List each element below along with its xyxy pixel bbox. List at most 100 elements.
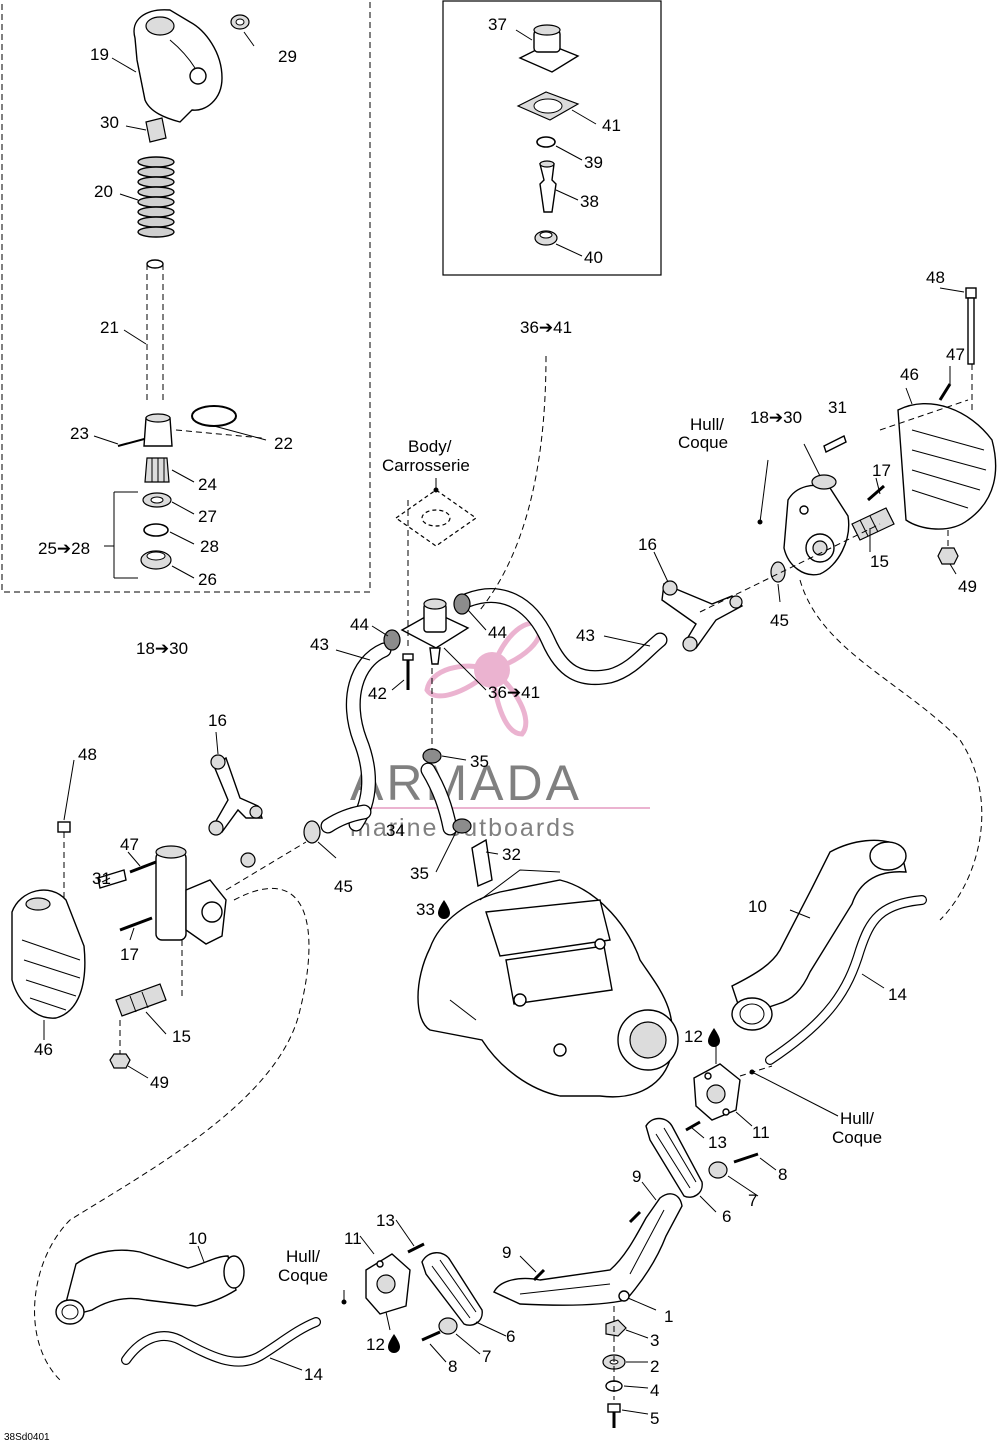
part-36-41-valve-assy <box>400 598 470 665</box>
part-10-elbow-left <box>55 1249 245 1325</box>
callout-25-28: 25➔28 <box>38 539 90 558</box>
body-gasket-plate <box>394 489 478 547</box>
part-38-valve <box>539 160 557 213</box>
callout-8-left: 8 <box>448 1357 457 1376</box>
callout-37: 37 <box>488 15 507 34</box>
callout-14-right: 14 <box>888 985 907 1004</box>
note-hull-right-upper-en: Hull/ <box>690 415 724 434</box>
part-46-cover-right <box>897 402 997 530</box>
callout-11-left: 11 <box>344 1229 362 1248</box>
part-31-bolt-left <box>97 869 127 889</box>
callout-43-right: 43 <box>576 626 595 645</box>
note-hull-right-upper-fr: Coque <box>678 433 728 452</box>
part-31-bolt-right <box>823 435 847 453</box>
part-19-housing <box>133 9 223 123</box>
callout-6-left: 6 <box>506 1327 515 1346</box>
part-45-ring-right <box>770 561 786 583</box>
hose-43-left <box>345 642 392 832</box>
note-hull-right-lower-fr: Coque <box>832 1128 882 1147</box>
callout-43-left: 43 <box>310 635 329 654</box>
callout-18-30-right: 18➔30 <box>750 408 802 427</box>
part-44-clamps <box>383 593 471 651</box>
callout-7-right: 7 <box>748 1191 757 1210</box>
callout-34: 34 <box>386 821 405 840</box>
callout-28: 28 <box>200 537 219 556</box>
callout-12-left: 12 <box>366 1335 385 1354</box>
callout-27: 27 <box>198 507 217 526</box>
part-6-lever-left <box>421 1252 483 1326</box>
callout-10-left: 10 <box>188 1229 207 1248</box>
callout-15-left: 15 <box>172 1027 191 1046</box>
note-hull-right-lower-en: Hull/ <box>840 1109 874 1128</box>
callout-41: 41 <box>602 116 621 135</box>
part-11-housing-left <box>365 1253 411 1315</box>
callout-2: 2 <box>650 1357 659 1376</box>
callout-14-left: 14 <box>304 1365 323 1384</box>
note-body-fr: Carrosserie <box>382 456 470 475</box>
main-leaders <box>43 287 965 1415</box>
part-6-lever-right <box>645 1117 703 1198</box>
part-49-nut-left <box>109 1053 131 1069</box>
part-shaft-sleeve <box>143 413 173 447</box>
callout-20: 20 <box>94 182 113 201</box>
part-45-ring-left <box>303 820 321 844</box>
callout-16-left: 16 <box>208 711 227 730</box>
part-13-bolt-right <box>685 1120 701 1132</box>
hose-43-right <box>460 588 668 686</box>
callout-16-right: 16 <box>638 535 657 554</box>
oil-drop-icon-12-right <box>708 1028 720 1047</box>
callout-18-30-left: 18➔30 <box>136 639 188 658</box>
callout-29: 29 <box>278 47 297 66</box>
right-upper-axes <box>699 364 983 921</box>
callout-45-right: 45 <box>770 611 789 630</box>
part-40-seal <box>534 230 558 246</box>
armada-watermark: ARMADA marine outboards <box>350 620 650 842</box>
part-8-bolt-right <box>733 1152 759 1164</box>
part-27-bushing <box>142 492 172 508</box>
callout-31-right: 31 <box>828 398 847 417</box>
callout-24: 24 <box>198 475 217 494</box>
part-49-nut-right <box>937 547 959 565</box>
note-hull-left-lower-en: Hull/ <box>286 1247 320 1266</box>
callout-4: 4 <box>650 1381 659 1400</box>
callout-15-right: 15 <box>870 552 889 571</box>
part-16-arm-right <box>661 580 744 652</box>
part-14-tube-left <box>121 1317 321 1367</box>
callout-numbers: 19 29 30 20 21 23 22 24 27 25➔28 28 26 3… <box>34 15 977 1428</box>
callout-49-right: 49 <box>958 577 977 596</box>
callout-48-right: 48 <box>926 268 945 287</box>
callout-47-left: 47 <box>120 835 139 854</box>
part-21-rod <box>146 259 164 400</box>
oil-drop-icon-33 <box>438 900 450 919</box>
part-15-insert-left <box>115 983 167 1017</box>
callout-21: 21 <box>100 318 119 337</box>
part-5-bolt <box>607 1403 621 1428</box>
part-7-washer-right <box>708 1161 728 1179</box>
part-23-pin <box>117 437 149 447</box>
callout-45-left: 45 <box>334 877 353 896</box>
callout-23: 23 <box>70 424 89 443</box>
jet-pump-housing <box>417 869 679 1098</box>
part-18-30-housing-left <box>155 845 227 945</box>
callout-39: 39 <box>584 153 603 172</box>
callout-31-left: 31 <box>92 869 111 888</box>
part-32-fitting <box>471 838 493 887</box>
callout-32: 32 <box>502 845 521 864</box>
callout-40: 40 <box>584 248 603 267</box>
part-37-fitting <box>518 24 580 73</box>
part-26-seal <box>140 550 172 570</box>
callout-1: 1 <box>664 1307 673 1326</box>
part-9-bolts <box>532 1210 642 1282</box>
note-hull-left-lower-fr: Coque <box>278 1266 328 1285</box>
part-15-insert-right <box>851 507 895 541</box>
callout-33: 33 <box>416 900 435 919</box>
callout-7-left: 7 <box>482 1347 491 1366</box>
callout-12-right: 12 <box>684 1027 703 1046</box>
callout-48-left: 48 <box>78 745 97 764</box>
callout-6-right: 6 <box>722 1207 731 1226</box>
callout-5: 5 <box>650 1409 659 1428</box>
callout-13-left: 13 <box>376 1211 395 1230</box>
part-13-bolt-left <box>407 1242 425 1254</box>
